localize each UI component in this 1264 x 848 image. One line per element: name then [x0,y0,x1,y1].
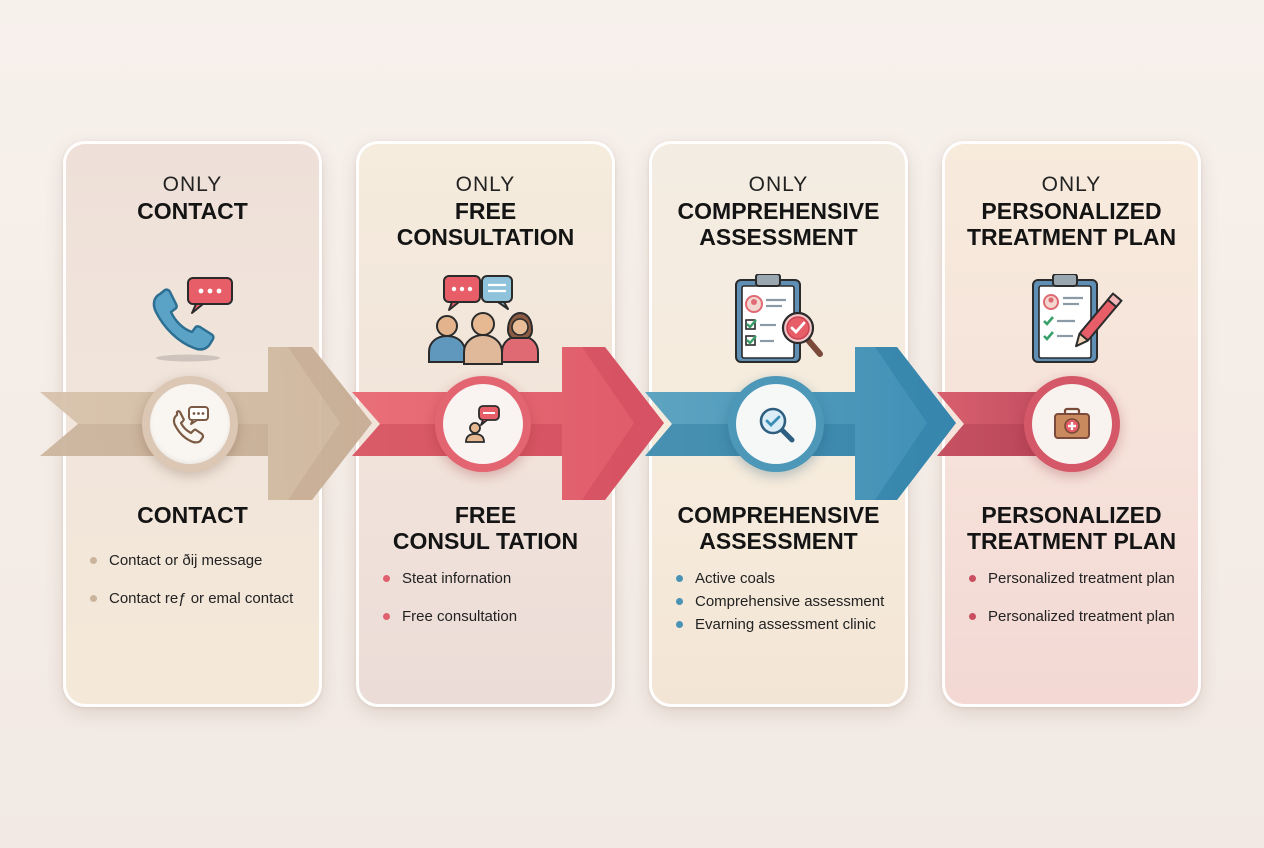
card-kicker: ONLY [162,173,223,196]
card-title-line: PERSONALIZED [981,198,1162,224]
card-title-line: ASSESSMENT [699,224,858,250]
bullet-list: Personalized treatment plan Personalized… [967,570,1186,646]
person-chat-icon [465,405,500,443]
phone-chat-icon [172,406,209,444]
step-node-3 [728,376,824,472]
bullet-text: Personalized treatment plan [988,570,1175,587]
bullet-text: Evarning assessment clinic [695,616,876,633]
bullet-text: Comprehensive assessment [695,593,885,610]
bullet-text: Free consultation [402,608,518,625]
bottom-title-line: ASSESSMENT [699,528,858,554]
card-kicker: ONLY [455,173,516,196]
card-header: ONLY CONTACT [66,172,319,224]
list-item: Personalized treatment plan [967,570,1186,587]
card-bottom-title: CONTACT [66,502,319,528]
card-kicker: ONLY [1041,173,1102,196]
bullet-list: Steat infornation Free consultation [381,570,600,646]
card-bottom-title: COMPREHENSIVE ASSESSMENT [652,502,905,554]
list-item: Comprehensive assessment [674,593,893,610]
magnifier-check-icon [759,407,795,443]
step-node-4 [1024,376,1120,472]
list-item: Steat infornation [381,570,600,587]
card-bottom-title: FREE CONSUL TATION [359,502,612,554]
card-header: ONLY PERSONALIZED TREATMENT PLAN [945,172,1198,250]
bottom-title-line: CONSUL TATION [392,528,579,554]
bullet-dot [383,575,390,582]
list-item: Free consultation [381,608,600,625]
bullet-dot [676,598,683,605]
list-item: Evarning assessment clinic [674,616,893,633]
bottom-title-line: PERSONALIZED [981,502,1162,528]
bullet-dot [90,557,97,564]
bullet-text: Steat infornation [402,570,512,587]
list-item: Personalized treatment plan [967,608,1186,625]
bullet-dot [969,613,976,620]
clipboard-pen-icon [945,274,1198,366]
bullet-text: Contact reƒ or emal contact [109,590,294,607]
card-kicker: ONLY [748,173,809,196]
medical-kit-icon [1054,407,1090,439]
bullet-dot [90,595,97,602]
bullet-dot [383,613,390,620]
step-node-1 [142,376,238,472]
card-title-line: CONSULTATION [396,224,575,250]
bottom-title-line: TREATMENT PLAN [966,528,1177,554]
list-item: Contact reƒ or emal contact [88,590,307,607]
bullet-text: Contact or ðĳ message [109,552,263,569]
card-title-line: CONTACT [137,198,248,224]
bottom-title-line: COMPREHENSIVE [677,502,880,528]
card-bottom-title: PERSONALIZED TREATMENT PLAN [945,502,1198,554]
card-title-line: TREATMENT PLAN [966,224,1177,250]
bullet-dot [676,575,683,582]
card-title-line: COMPREHENSIVE [677,198,880,224]
clipboard-search-icon [652,274,905,366]
bottom-title-line: CONTACT [137,502,248,528]
card-title-line: FREE [454,198,517,224]
bullet-dot [676,621,683,628]
card-header: ONLY COMPREHENSIVE ASSESSMENT [652,172,905,250]
bottom-title-line: FREE [454,502,517,528]
step-node-2 [435,376,531,472]
bullet-list: Contact or ðĳ message Contact reƒ or ema… [88,552,307,628]
bullet-list: Active coals Comprehensive assessment Ev… [674,570,893,639]
card-header: ONLY FREE CONSULTATION [359,172,612,250]
list-item: Contact or ðĳ message [88,552,307,569]
bullet-dot [969,575,976,582]
bullet-text: Active coals [695,570,776,587]
list-item: Active coals [674,570,893,587]
bullet-text: Personalized treatment plan [988,608,1175,625]
phone-chat-icon [66,274,319,366]
group-chat-icon [359,274,612,366]
